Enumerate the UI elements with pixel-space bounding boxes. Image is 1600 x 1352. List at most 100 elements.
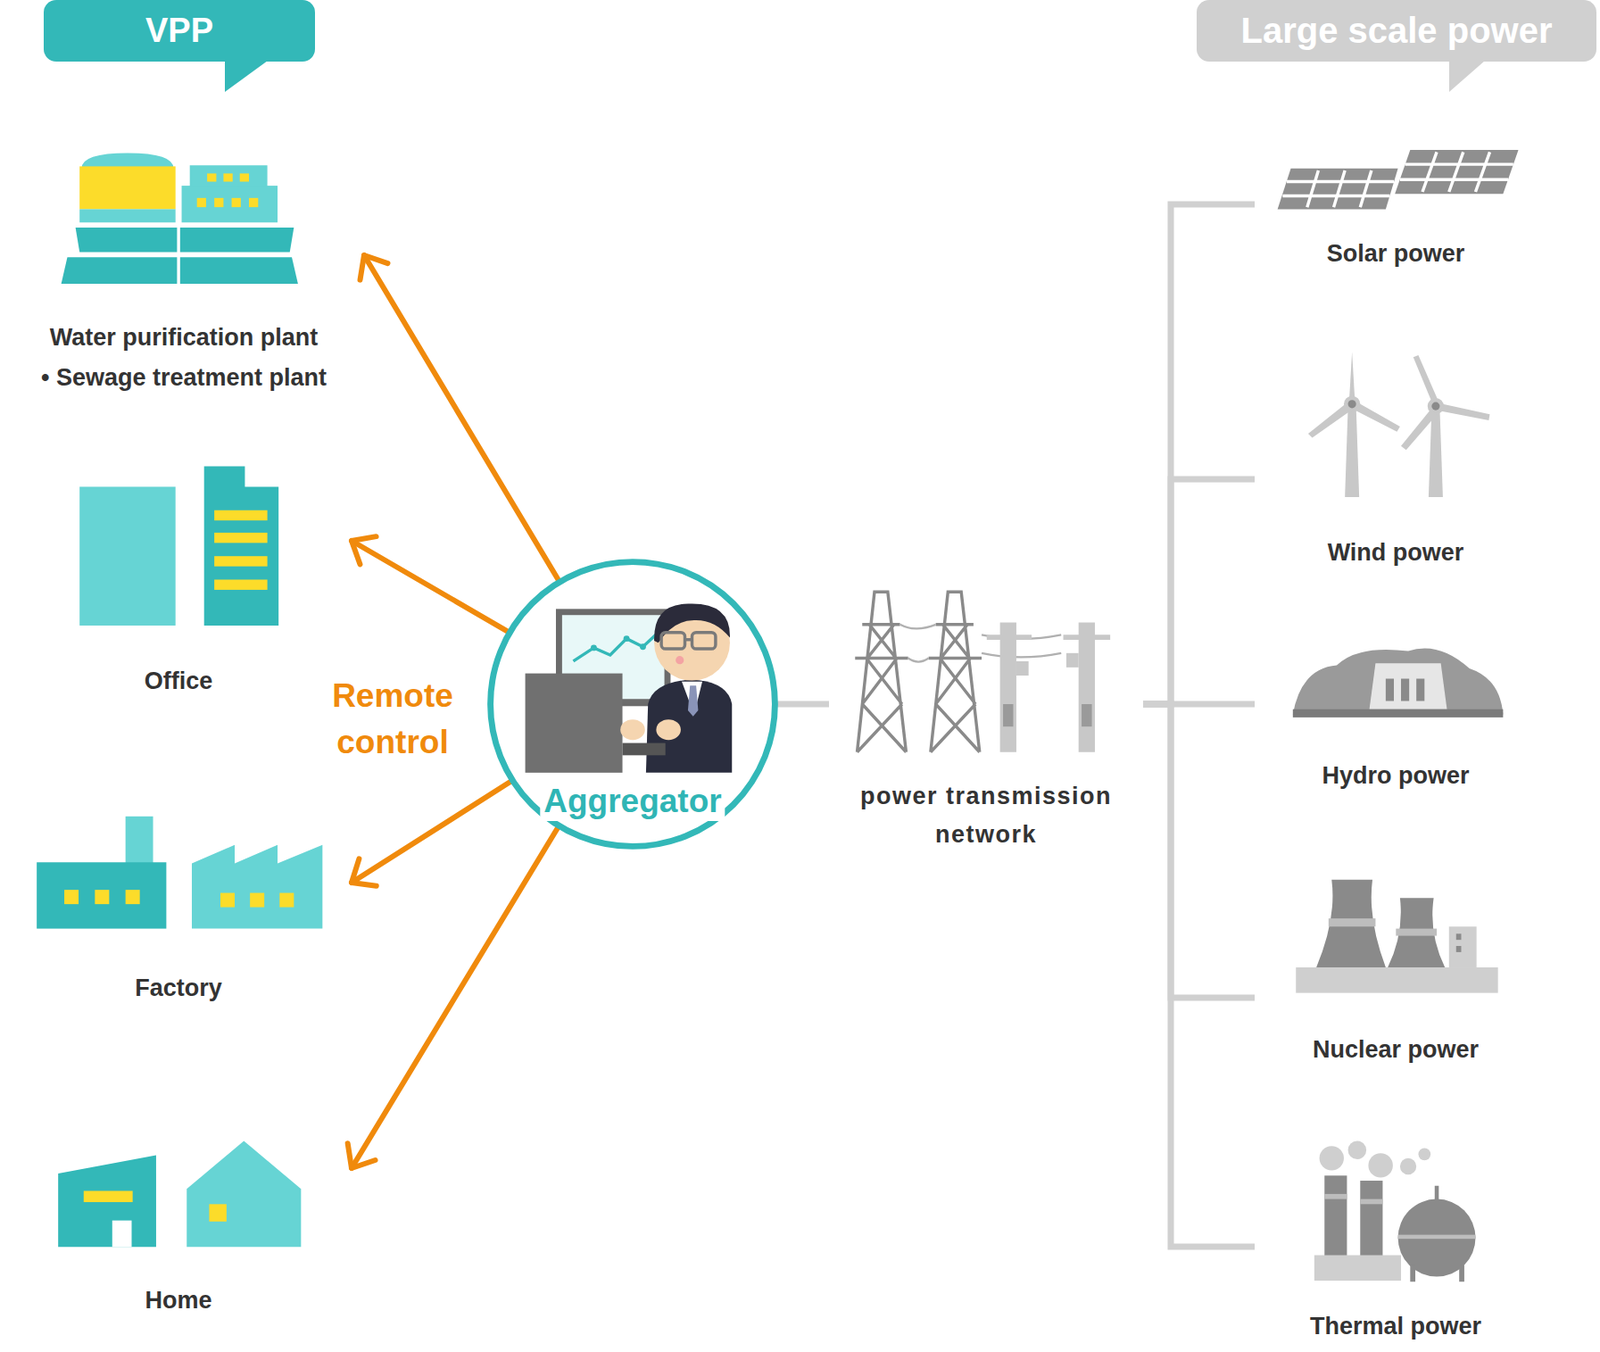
bubble-tail — [1449, 60, 1485, 92]
wind-turbines-part — [1344, 407, 1360, 497]
home-icon-part — [112, 1220, 133, 1248]
node-label: Water purification plant — [49, 322, 319, 353]
thermal-node: Thermal power — [1254, 1128, 1537, 1348]
water-plant-icon-part — [75, 227, 295, 252]
solar-panels-part — [1282, 151, 1513, 208]
hydro-node: Hydro power — [1254, 633, 1537, 795]
hydro-dam-part — [1385, 678, 1425, 701]
office-icon-part — [214, 555, 267, 566]
remote-control-arrow — [351, 781, 511, 883]
aggregator-outline-part — [525, 673, 623, 773]
home-node: Home — [7, 1128, 350, 1321]
node-label: Factory — [134, 972, 223, 1004]
factory-icon-part — [220, 893, 235, 908]
utility-poles-part — [1078, 622, 1095, 753]
office-icon-part — [204, 466, 279, 626]
factory-icon-part — [94, 889, 109, 904]
aggregator-outline-part — [639, 643, 647, 650]
aggregator-outline-part — [572, 632, 658, 662]
water-plant-node: Water purification plant • Sewage treatme… — [5, 142, 363, 402]
water-plant-icon-part — [190, 165, 268, 188]
factory-node: Factory — [7, 803, 350, 1009]
solar-panels — [1277, 149, 1519, 209]
water-plant-icon-part — [79, 208, 175, 223]
vpp-bubble: VPP — [43, 0, 316, 93]
connector — [1143, 704, 1255, 998]
thermal-plant-part — [1434, 1185, 1440, 1201]
water-plant-icon-part — [197, 198, 207, 208]
nuclear-plant-part — [1316, 879, 1386, 968]
transmission-node: power transmission network — [829, 580, 1144, 857]
utility-poles-part — [1016, 661, 1029, 676]
home-icon — [58, 1140, 301, 1247]
thermal-plant-part — [1417, 1147, 1431, 1161]
wind-turbines-part — [1428, 410, 1443, 498]
transmission-towers — [854, 591, 1062, 753]
arrowhead — [351, 536, 377, 564]
thermal-plant-part — [1324, 1193, 1347, 1200]
aggregator-outline-part — [590, 644, 597, 651]
power-line — [777, 701, 830, 708]
solar-node: Solar power — [1254, 133, 1537, 273]
thermal-plant-part — [1359, 1199, 1383, 1205]
remote-control-arrow — [351, 828, 558, 1169]
wind-turbines-part — [1431, 402, 1440, 411]
aggregator-circle: Aggregator — [486, 557, 780, 851]
water-plant-icon-part — [176, 153, 180, 287]
water-plant-icon-part — [240, 173, 249, 182]
bubble-tail — [224, 60, 268, 92]
power-line — [1143, 479, 1255, 705]
power-line — [1143, 704, 1255, 1247]
node-label: VPP — [145, 0, 214, 62]
connector — [360, 255, 559, 581]
office-icon — [79, 466, 279, 626]
factory-icon-part — [36, 862, 166, 929]
connector — [777, 704, 830, 705]
node-label: Large scale power — [1240, 0, 1552, 62]
aggregator-outline-part — [622, 743, 666, 756]
arrowhead — [348, 1143, 376, 1169]
office-icon-part — [79, 486, 175, 626]
node-label: Wind power — [1327, 537, 1465, 568]
node-label: • Sewage treatment plant — [41, 362, 327, 393]
water-plant-icon-part — [79, 165, 175, 209]
factory-icon-part — [279, 893, 294, 908]
bubble-body — [1196, 0, 1597, 62]
remote-control-arrow — [351, 540, 508, 632]
factory-icon-part — [125, 816, 154, 868]
connector — [1143, 704, 1255, 1247]
thermal-plant-part — [1459, 1265, 1465, 1282]
aggregator-outline-part — [620, 719, 646, 740]
arrowhead — [351, 858, 377, 886]
node-label: Office — [144, 665, 214, 697]
transmission-towers-part — [928, 591, 982, 753]
water-plant-icon-part — [207, 173, 216, 182]
nuclear-plant — [1295, 879, 1498, 994]
factory-icon-part — [249, 893, 265, 908]
transmission-towers-part — [981, 634, 1062, 657]
aggregator-outline-part — [661, 632, 685, 649]
nuclear-plant-part — [1328, 918, 1377, 927]
utility-poles-part — [1003, 704, 1013, 727]
home-icon-part — [58, 1154, 157, 1247]
office-icon-part — [214, 580, 267, 590]
node-label: Aggregator — [539, 781, 725, 821]
connector — [1143, 204, 1255, 705]
water-plant-icon — [61, 153, 299, 287]
hydro-dam-part — [1369, 663, 1448, 709]
thermal-plant-part — [1319, 1145, 1344, 1170]
illustration-group — [36, 149, 1518, 1282]
office-icon-part — [214, 510, 267, 521]
node-label: power transmission network — [829, 777, 1144, 854]
nuclear-plant-part — [1449, 926, 1477, 968]
wind-turbines-part — [1413, 355, 1440, 405]
power-line — [1143, 204, 1255, 705]
aggregator-outline-part — [675, 655, 684, 664]
large-scale-power-bubble: Large scale power — [1196, 0, 1597, 93]
aggregator-outline-part — [623, 635, 631, 642]
aggregator-outline-part — [684, 638, 692, 641]
thermal-plant-part — [1398, 1235, 1476, 1240]
